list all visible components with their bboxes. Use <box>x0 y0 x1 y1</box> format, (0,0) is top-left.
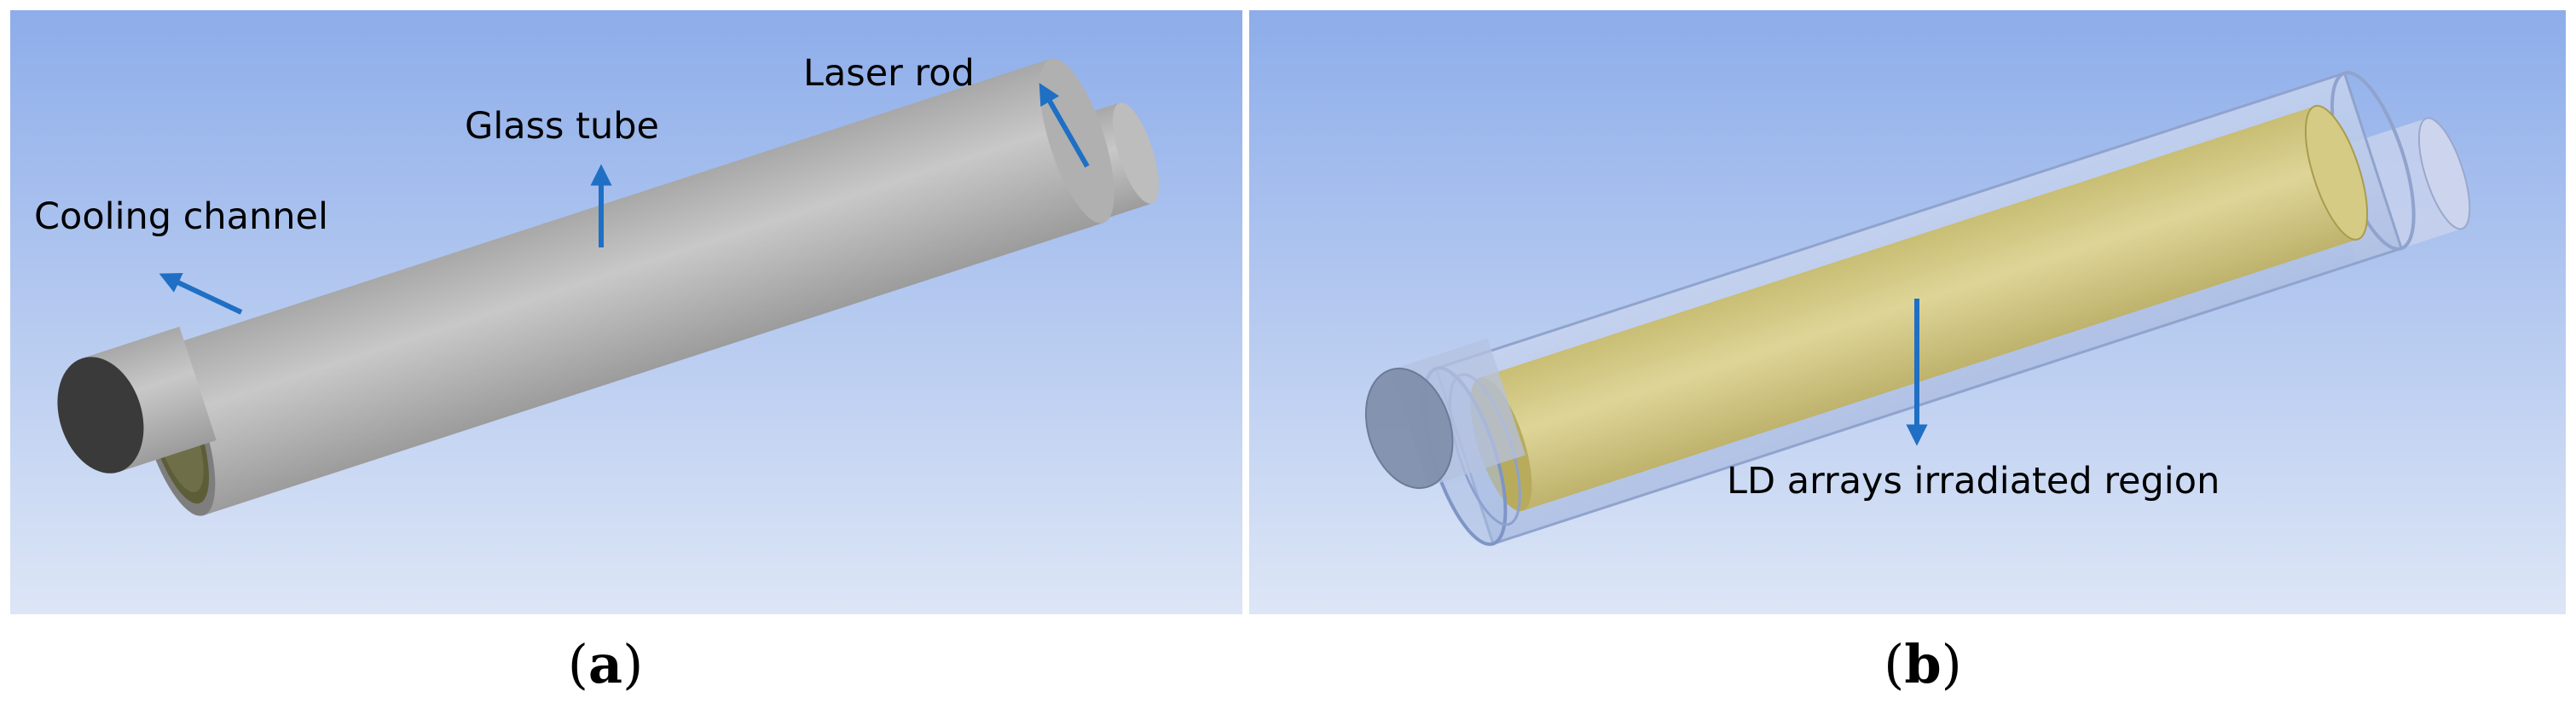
ld-region-right-end <box>2304 104 2369 241</box>
caption-a-letter: a <box>588 633 622 695</box>
laser-rod-right-face-b <box>2417 117 2471 230</box>
caption-a-close: ) <box>622 633 643 695</box>
caption-a: (a) <box>568 633 644 695</box>
label-cooling-channel: Cooling channel <box>34 195 328 238</box>
label-glass-tube: Glass tube <box>465 105 659 148</box>
panel-divider <box>1242 10 1249 614</box>
caption-b-open: ( <box>1884 633 1904 695</box>
label-laser-rod: Laser rod <box>803 52 975 95</box>
glass-tube-right-rim-b <box>2330 71 2416 251</box>
glass-tube-body <box>150 58 1104 516</box>
panel-a: Laser rod Glass tube Cooling channel <box>10 10 1242 614</box>
arrow-laser-rod <box>1039 83 1090 168</box>
laser-rod-left-face <box>57 357 144 474</box>
arrow-cooling-channel <box>159 272 243 315</box>
caption-b: (b) <box>1884 633 1962 695</box>
laser-assembly-a <box>57 58 1160 516</box>
caption-b-close: ) <box>1942 633 1962 695</box>
caption-a-open: ( <box>568 633 588 695</box>
label-ld-arrays-region: LD arrays irradiated region <box>1727 460 2220 503</box>
caption-b-letter: b <box>1904 633 1941 695</box>
panel-b: LD arrays irradiated region <box>1249 10 2566 614</box>
laser-rod-right-face <box>1113 102 1160 204</box>
laser-rod-left-face-b <box>1364 367 1454 490</box>
